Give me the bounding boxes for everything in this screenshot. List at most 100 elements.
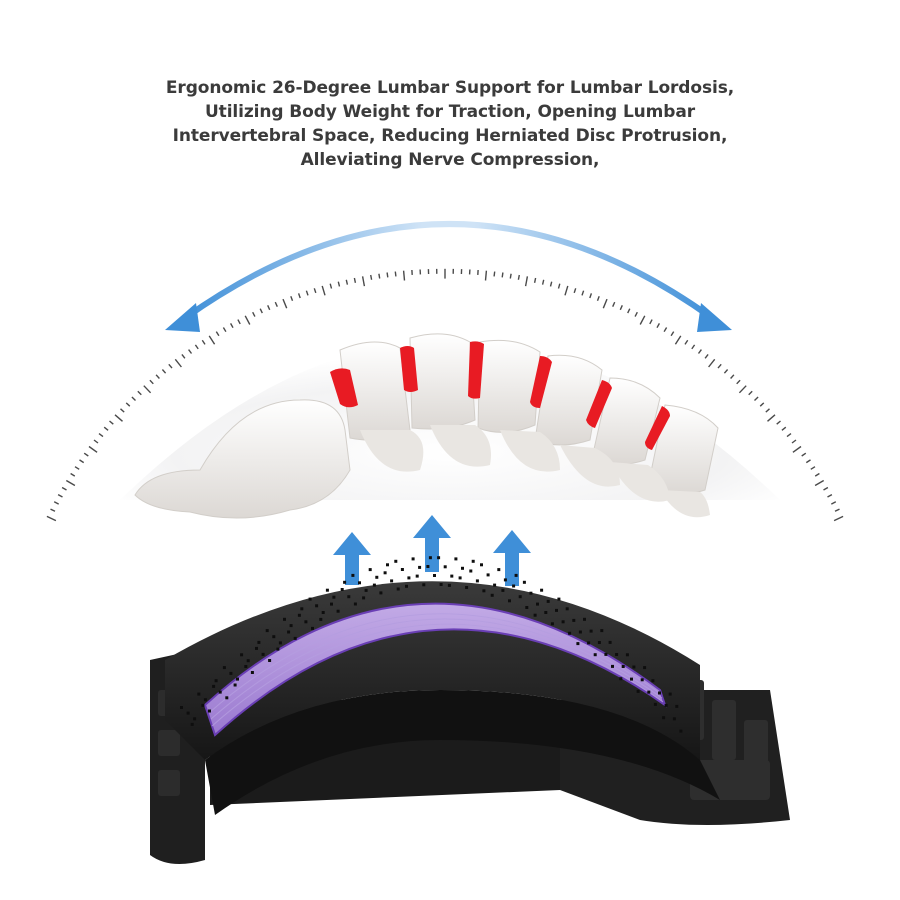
massage-dot [619,677,623,681]
massage-dot [668,692,672,696]
scale-tick [517,274,520,280]
scale-tick [120,408,125,413]
massage-dot [658,691,661,695]
massage-dot [340,588,344,591]
scale-tick [765,408,770,413]
massage-dot [593,653,597,657]
massage-dot [482,589,486,593]
scale-tick [155,374,160,379]
scale-tick [833,515,844,522]
massage-dot [439,583,443,586]
massage-dot [407,576,411,580]
massage-dot [364,588,368,592]
scale-tick [61,486,67,491]
massage-dot [358,581,361,585]
massage-dot [257,640,261,644]
scale-tick [201,339,206,345]
massage-dot [379,591,383,595]
scale-tick [619,305,623,311]
scale-tick [386,272,389,278]
back-stretcher-device [150,556,790,864]
massage-dot [386,563,389,567]
up-arrow-icon [333,532,371,585]
massage-dot [203,698,207,702]
scale-tick [708,358,716,368]
scale-tick [252,311,256,317]
scale-tick [143,385,152,394]
massage-dot [311,626,314,630]
scale-tick [345,279,349,285]
scale-tick [282,298,288,309]
vertebra-2 [409,333,476,430]
massage-dot [640,678,644,682]
massage-dot [325,588,329,592]
massage-dot [664,703,668,707]
massage-dot [197,692,201,696]
scale-tick [93,439,99,444]
up-arrow-icon [413,515,451,572]
massage-dot [396,587,400,591]
scale-tick [792,445,802,453]
scale-tick [533,277,537,283]
massage-dot [428,556,432,560]
massage-dot [546,599,550,603]
massage-dot [675,704,679,708]
scale-tick [730,374,735,379]
device-arch [165,581,700,760]
scale-tick [103,426,109,431]
massage-dot [244,665,248,668]
scale-tick [810,466,816,470]
scale-tick [564,285,569,296]
massage-dot [321,611,325,614]
massage-dot [653,702,657,706]
scale-tick [74,466,80,470]
massage-dot [469,569,473,573]
vertebra-3 [477,339,541,433]
scale-tick [791,439,797,444]
scale-tick [639,315,646,325]
scale-tick [781,426,787,431]
massage-dot [362,596,366,600]
massage-dot [561,620,565,624]
scale-tick [589,293,593,299]
massage-dot [426,565,430,568]
scale-tick [827,493,833,498]
massage-dot [308,597,312,601]
massage-dot [475,579,479,583]
scale-tick [670,331,675,337]
massage-dot [493,583,497,587]
scale-tick [313,288,317,294]
massage-dot [497,568,501,572]
massage-dot [522,580,526,584]
scale-tick [814,479,825,487]
massage-dot [315,604,319,608]
scale-tick [634,311,638,317]
scale-tick [321,285,326,296]
scale-tick [738,385,747,394]
scale-tick [830,501,837,505]
caption-line-3: Intervertebral Space, Reducing Herniated… [172,126,728,146]
scale-tick [801,452,807,457]
scale-tick [627,308,631,314]
massage-dot [250,671,254,674]
massage-dot [351,573,355,577]
scale-tick [46,515,57,522]
scale-tick [125,402,131,407]
scale-tick [717,363,722,369]
massage-dot [240,653,244,657]
disc-3 [468,341,484,399]
massage-dot [278,641,282,645]
scale-tick [168,363,173,369]
massage-dot [180,706,183,709]
massage-dot [450,574,454,578]
massage-dot [514,573,518,577]
scale-tick [596,295,600,301]
massage-dot [383,571,387,575]
scale-tick [353,277,357,283]
scale-tick [776,420,781,425]
massage-dot [246,659,250,663]
disc-4 [530,356,552,408]
massage-dot [550,622,554,626]
massage-dot [615,653,619,656]
